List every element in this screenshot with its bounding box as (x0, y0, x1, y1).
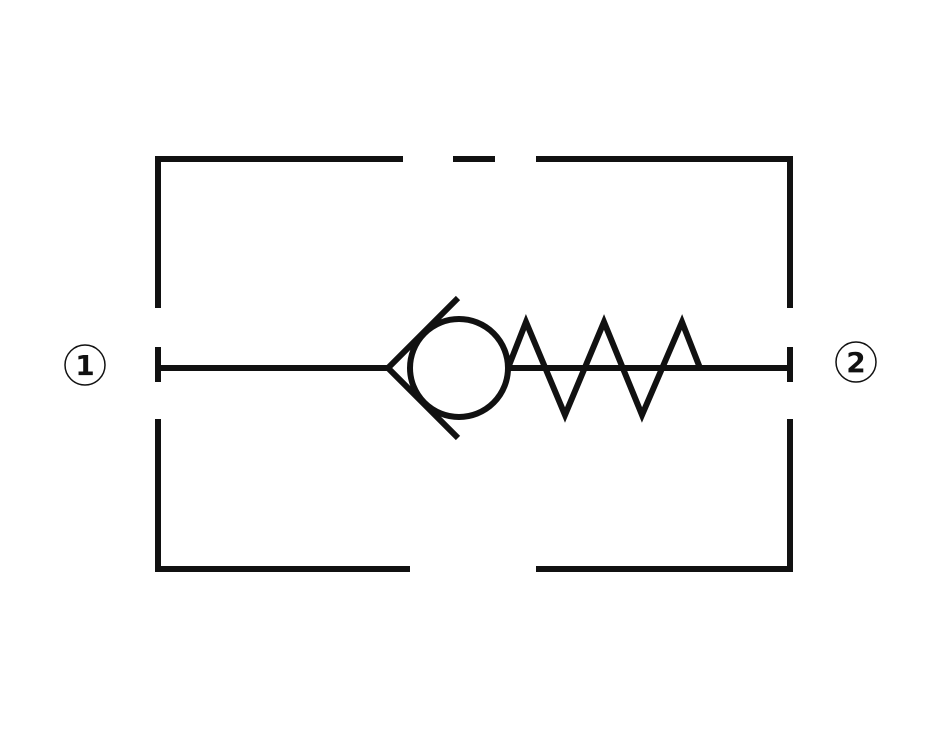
valve-seat (383, 295, 461, 441)
port-2-circle (835, 341, 877, 383)
housing-top-left (155, 156, 403, 308)
check-valve (383, 295, 703, 441)
housing-bottom-right (536, 419, 793, 572)
housing-bottom-left (155, 419, 410, 572)
port-1-circle (64, 344, 106, 386)
valve-ball (407, 316, 511, 420)
port-1-marker: 1 (64, 344, 106, 386)
valve-spring (505, 314, 703, 423)
port-2-label: 2 (846, 346, 865, 379)
valve-housing (155, 156, 793, 572)
port-2-marker: 2 (835, 341, 877, 383)
housing-top-right (536, 156, 793, 308)
port-1-label: 1 (75, 349, 94, 382)
